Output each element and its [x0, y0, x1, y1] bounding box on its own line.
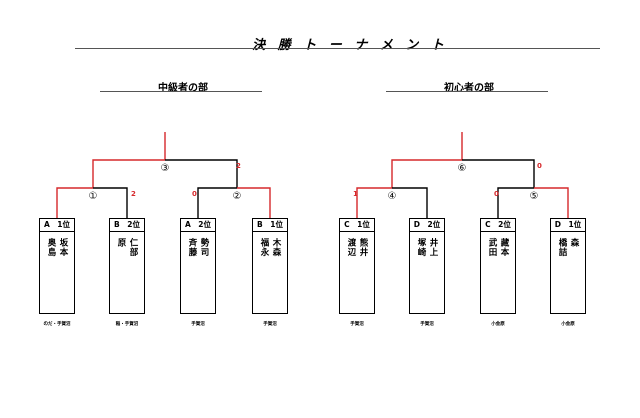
club-label: 手賀沼 — [263, 322, 277, 327]
match-label-2: ② — [230, 190, 244, 204]
score-match-2: 0 — [192, 190, 197, 198]
match-label-1: ① — [86, 190, 100, 204]
line-final-left-intermediate — [92, 159, 165, 188]
team-names: 井上 塚崎 — [415, 238, 439, 312]
team-names: 熊井 渡辺 — [345, 238, 369, 312]
team-seed: D 1位 — [551, 219, 585, 232]
team-seed: C 1位 — [340, 219, 374, 232]
team-box: C 2位 藏本 武田 — [480, 218, 516, 314]
line-m4-right — [392, 187, 428, 218]
team-seed: D 2位 — [410, 219, 444, 232]
club-label: 小金原 — [491, 322, 505, 327]
division-underline-beginner — [386, 91, 548, 92]
title-underline — [75, 48, 600, 49]
line-m1-right — [93, 187, 128, 218]
score-match-5: 0 — [494, 190, 499, 198]
player-name: 武田 — [487, 238, 497, 257]
division-underline-intermediate — [100, 91, 262, 92]
team-box: B 1位 木森 福永 — [252, 218, 288, 314]
score-match-3: 2 — [236, 162, 241, 170]
line-m2-left — [197, 187, 237, 218]
team-seed: A 2位 — [181, 219, 215, 232]
team-seed: B 2位 — [110, 219, 144, 232]
line-m4-left — [356, 187, 392, 218]
player-name: 塚崎 — [416, 238, 426, 257]
line-m2-right — [237, 187, 271, 218]
player-name: 原 — [116, 238, 126, 248]
team-box: D 1位 森 橋詰 — [550, 218, 586, 314]
player-name: 藏本 — [499, 238, 509, 257]
player-name: 井上 — [428, 238, 438, 257]
match-label-3: ③ — [158, 162, 172, 176]
score-match-6: 0 — [537, 162, 542, 170]
club-label: 手賀沼 — [350, 322, 364, 327]
team-names: 勢司 斉藤 — [186, 238, 210, 312]
club-label: 稲・手賀沼 — [115, 322, 139, 327]
club-label: 手賀沼 — [420, 322, 434, 327]
club-label: のだ・手賀沼 — [43, 322, 71, 327]
player-name: 福永 — [259, 238, 269, 257]
line-final-left-beginner — [391, 159, 462, 188]
team-box: B 2位 仁部 原 — [109, 218, 145, 314]
club-label: 手賀沼 — [191, 322, 205, 327]
team-seed: B 1位 — [253, 219, 287, 232]
division-title-beginner: 初心者の部 — [444, 83, 494, 94]
player-name: 仁部 — [128, 238, 138, 257]
line-m5-left — [497, 187, 534, 218]
team-names: 藏本 武田 — [486, 238, 510, 312]
player-name: 坂本 — [58, 238, 68, 257]
page-title: 決 勝 ト ー ナ メ ン ト — [252, 38, 448, 53]
team-box: D 2位 井上 塚崎 — [409, 218, 445, 314]
team-box: A 1位 坂本 奥島 — [39, 218, 75, 314]
team-box: A 2位 勢司 斉藤 — [180, 218, 216, 314]
team-names: 木森 福永 — [258, 238, 282, 312]
score-match-4: 1 — [353, 190, 358, 198]
player-name: 奥島 — [46, 238, 56, 257]
player-name: 木森 — [271, 238, 281, 257]
line-final-right-intermediate — [165, 159, 238, 188]
team-names: 仁部 原 — [115, 238, 139, 312]
team-names: 森 橋詰 — [556, 238, 580, 312]
team-names: 坂本 奥島 — [45, 238, 69, 312]
club-label: 小金原 — [561, 322, 575, 327]
team-seed: A 1位 — [40, 219, 74, 232]
team-seed: C 2位 — [481, 219, 515, 232]
player-name: 勢司 — [199, 238, 209, 257]
match-label-4: ④ — [385, 190, 399, 204]
player-name: 斉藤 — [187, 238, 197, 257]
player-name: 森 — [569, 238, 579, 248]
line-m1-left — [56, 187, 93, 218]
match-label-6: ⑥ — [455, 162, 469, 176]
player-name: 熊井 — [358, 238, 368, 257]
score-match-1: 2 — [131, 190, 136, 198]
player-name: 渡辺 — [346, 238, 356, 257]
player-name: 橋詰 — [557, 238, 567, 257]
line-m5-right — [534, 187, 569, 218]
match-label-5: ⑤ — [527, 190, 541, 204]
division-title-intermediate: 中級者の部 — [158, 83, 208, 94]
line-final-right-beginner — [462, 159, 535, 188]
team-box: C 1位 熊井 渡辺 — [339, 218, 375, 314]
